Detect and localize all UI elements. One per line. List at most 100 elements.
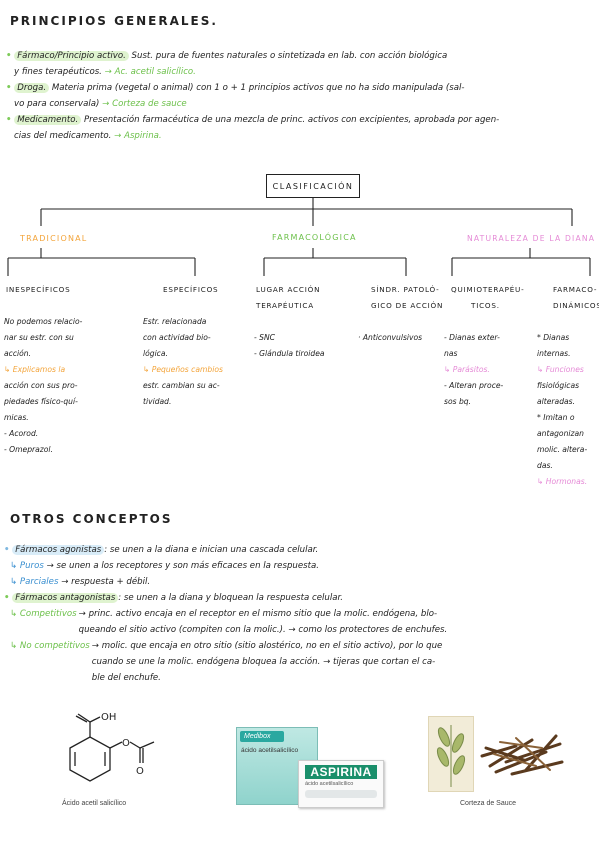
column-line: - Acorod. xyxy=(4,429,39,438)
medibox-name: ácido acetilsalicílico xyxy=(241,747,299,754)
definition-example: → Ac. acetil salicílico. xyxy=(104,67,196,77)
competitive-line: → princ. activo encaja en el receptor en… xyxy=(78,609,438,619)
agonist-item: • Fármacos agonistas: se unen a la diana… xyxy=(4,542,598,558)
column-line: micas. xyxy=(4,413,29,422)
noncompetitive-line: ble del enchufe. xyxy=(91,673,161,683)
noncompetitive-text: → molic. que encaja en otro sitio (sitio… xyxy=(92,638,443,686)
mol-o-label: O xyxy=(136,766,144,777)
column-line: ↳ Hormonas. xyxy=(537,477,588,486)
page-title: PRINCIPIOS GENERALES. xyxy=(10,14,218,28)
noncompetitive-line: → molic. que encaja en otro sitio (sitio… xyxy=(91,641,443,651)
definition-text2: cias del medicamento. xyxy=(14,131,112,141)
classification-title: CLASIFICACIÓN xyxy=(272,181,354,191)
agonist-sub-text: → respuesta + débil. xyxy=(61,577,151,587)
antagonist-text: : se unen a la diana y bloquean la respu… xyxy=(118,593,343,603)
column-line: internas. xyxy=(537,349,571,358)
column-line: ↳ Pequeños cambios xyxy=(143,365,223,374)
noncompetitive-label: ↳ No competitivos xyxy=(10,641,90,651)
category-target-nature: NATURALEZA DE LA DIANA xyxy=(467,234,596,243)
sub-pharmacodynamic-line2: DINÁMICOS xyxy=(553,301,599,310)
column-line: ↳ Funciones xyxy=(537,365,584,374)
definition-term: Medicamento. xyxy=(14,115,82,125)
column-line: lógica. xyxy=(143,349,168,358)
definition-continuation: y fines terapéuticos. → Ac. acetil salic… xyxy=(6,64,596,80)
competitive-label: ↳ Competitivos xyxy=(10,609,77,619)
section-title: OTROS CONCEPTOS xyxy=(10,512,173,526)
column-syndrome: · Anticonvulsivos xyxy=(358,330,450,346)
noncompetitive-item: ↳ No competitivos → molic. que encaja en… xyxy=(4,638,598,686)
agonist-text: : se unen a la diana e inician una casca… xyxy=(104,545,319,555)
column-line: - Glándula tiroidea xyxy=(254,349,325,358)
column-line: alteradas. xyxy=(537,397,576,406)
column-line: fisiológicas xyxy=(537,381,580,390)
definition-continuation: cias del medicamento. → Aspirina. xyxy=(6,128,596,144)
column-line: Estr. relacionada xyxy=(143,317,207,326)
column-line: * Dianas xyxy=(537,333,570,342)
definition-text: Materia prima (vegetal o animal) con 1 o… xyxy=(49,83,465,93)
column-line: piedades físico-quí- xyxy=(4,397,78,406)
willow-leaf-icon xyxy=(436,725,466,787)
bullet-icon: • xyxy=(6,51,12,61)
bark-caption: Corteza de Sauce xyxy=(460,800,517,807)
aspirin-molecule-image: OH O O xyxy=(69,712,155,782)
aspirina-package: ASPIRINA ácido acetilsalicílico xyxy=(298,760,384,808)
mol-oh-label: OH xyxy=(101,712,116,723)
column-line: · Anticonvulsivos xyxy=(358,333,423,342)
competitive-text: → princ. activo encaja en el receptor en… xyxy=(79,606,448,638)
willow-bark-image xyxy=(480,734,564,776)
agonist-sub-text: → se unen a los receptores y son más efi… xyxy=(46,561,319,571)
competitive-item: ↳ Competitivos → princ. activo encaja en… xyxy=(4,606,598,638)
definition-example: → Corteza de sauce xyxy=(102,99,187,109)
willow-illustration xyxy=(428,716,474,792)
definition-term: Fármaco/Principio activo. xyxy=(14,51,129,61)
competitive-line: queando el sitio activo (compiten con la… xyxy=(78,625,448,635)
definition-item: • Medicamento. Presentación farmacéutica… xyxy=(6,112,596,128)
bullet-icon: • xyxy=(6,83,12,93)
definition-term: Droga. xyxy=(14,83,50,93)
antagonist-item: • Fármacos antagonistas: se unen a la di… xyxy=(4,590,598,606)
definition-item: • Fármaco/Principio activo. Sust. pura d… xyxy=(6,48,596,64)
definition-example: → Aspirina. xyxy=(114,131,162,141)
sub-action-site-line2: TERAPÉUTICA xyxy=(256,301,314,310)
column-line: - Alteran proce- xyxy=(444,381,504,390)
column-chemotherapeutic: - Dianas exter- nas ↳ Parásitos. - Alter… xyxy=(444,330,536,410)
column-line: antagonizan xyxy=(537,429,584,438)
column-specific: Estr. relacionada con actividad bio- lóg… xyxy=(143,314,253,410)
antagonist-term: Fármacos antagonistas xyxy=(12,593,119,603)
column-line: - Omeprazol. xyxy=(4,445,53,454)
column-line: * Imitan o xyxy=(537,413,575,422)
other-concepts: • Fármacos agonistas: se unen a la diana… xyxy=(4,542,598,686)
definition-text2: y fines terapéuticos. xyxy=(14,67,102,77)
sub-pharmacodynamic-line1: FARMACO- xyxy=(553,285,598,294)
sub-pharmacodynamic: FARMACO- DINÁMICOS xyxy=(553,282,599,314)
agonist-sub-label: ↳ Puros xyxy=(10,561,44,571)
column-line: tividad. xyxy=(143,397,172,406)
definition-continuation: vo para conservala) → Corteza de sauce xyxy=(6,96,596,112)
column-line: - Dianas exter- xyxy=(444,333,500,342)
noncompetitive-line: cuando se une la molic. endógena bloquea… xyxy=(91,657,436,667)
column-line: No podemos relacio- xyxy=(4,317,83,326)
bullet-icon: • xyxy=(6,115,12,125)
agonist-term: Fármacos agonistas xyxy=(12,545,105,555)
definition-text: Presentación farmacéutica de una mezcla … xyxy=(81,115,500,125)
column-pharmacodynamic: * Dianas internas. ↳ Funciones fisiológi… xyxy=(537,330,599,490)
column-line: nas xyxy=(444,349,458,358)
column-line: ↳ Explicamos la xyxy=(4,365,66,374)
column-line: ↳ Parásitos. xyxy=(444,365,490,374)
column-line: molic. altera- xyxy=(537,445,588,454)
bullet-icon: • xyxy=(4,545,10,555)
sub-syndrome-line2: GICO DE ACCIÓN xyxy=(371,301,444,310)
blister-strip xyxy=(305,790,377,798)
column-line: acción con sus pro- xyxy=(4,381,78,390)
column-line: - SNC xyxy=(254,333,275,342)
sub-chemotherapeutic-line1: QUIMIOTERAPÉU- xyxy=(451,285,525,294)
definitions: • Fármaco/Principio activo. Sust. pura d… xyxy=(6,48,596,144)
sub-action-site: LUGAR ACCIÓN TERAPÉUTICA xyxy=(256,282,320,314)
category-pharmacological: FARMACOLÓGICA xyxy=(272,233,357,242)
aspirina-brand: ASPIRINA xyxy=(305,765,377,779)
mol-o-label: O xyxy=(122,738,130,749)
aspirina-subtitle: ácido acetilsalicílico xyxy=(305,781,354,787)
agonist-subitem: ↳ Parciales → respuesta + débil. xyxy=(4,574,598,590)
sub-syndrome-line1: SÍNDR. PATOLÓ- xyxy=(371,285,440,294)
